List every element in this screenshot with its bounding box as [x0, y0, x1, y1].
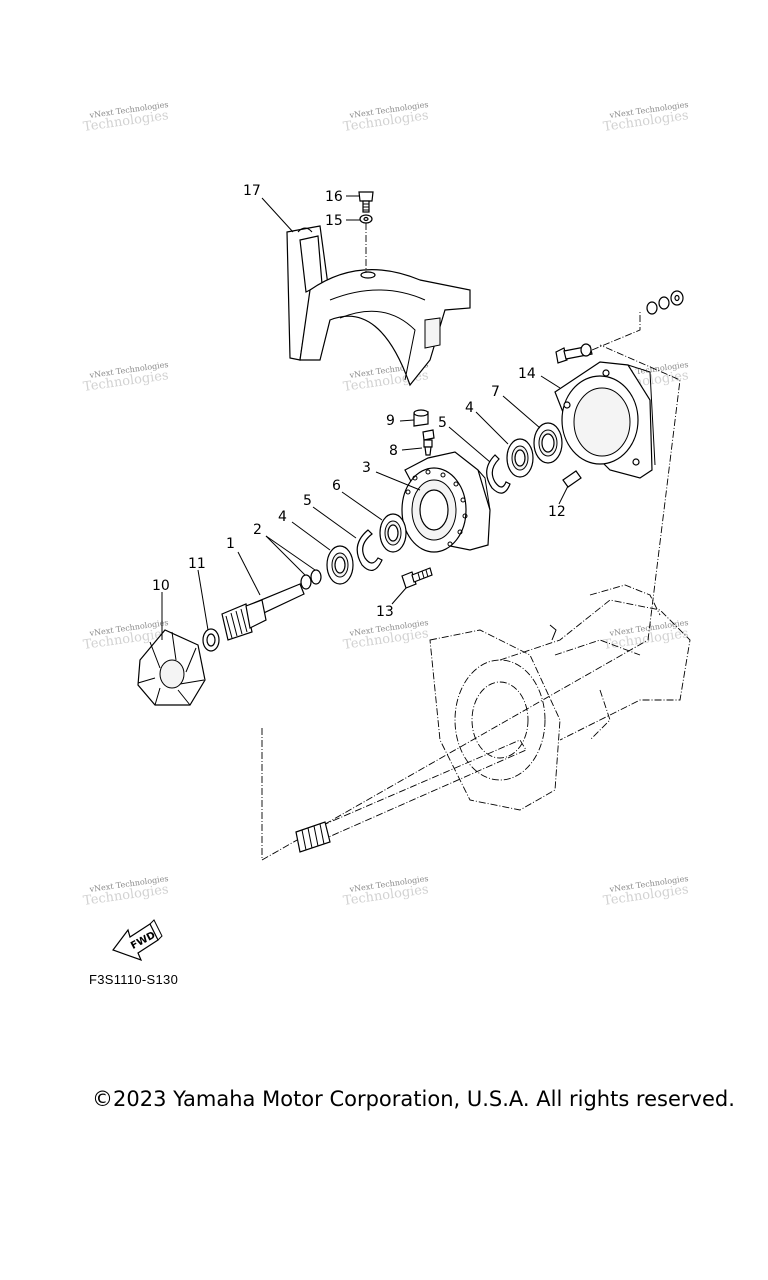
part-jet-pump-unit: [429, 584, 691, 811]
callout-number: 14: [518, 366, 536, 382]
part-bolt-16: [358, 191, 374, 213]
part-oil-seal-4-lower: [326, 545, 354, 585]
watermark: Technologies vNext Technologies: [602, 618, 689, 653]
watermark: Technologies vNext Technologies: [342, 618, 429, 653]
watermark: Technologies vNext Technologies: [82, 874, 169, 909]
centerline-housing-bolt: [591, 310, 641, 351]
part-bolt-13: [401, 567, 433, 589]
callout-number: 11: [188, 556, 206, 572]
copyright-notice: ©2023 Yamaha Motor Corporation, U.S.A. A…: [92, 1087, 735, 1111]
part-impeller-shaft: [221, 583, 305, 641]
watermark: Technologies vNext Technologies: [602, 100, 689, 135]
leader-lines: [161, 195, 569, 640]
part-bearing-housing: [401, 451, 491, 553]
callout-number: 4: [465, 400, 474, 416]
assembly-boundary-line: [261, 344, 681, 861]
callout-number: 13: [376, 604, 394, 620]
part-circlip-5-upper: [486, 454, 511, 494]
figure-code: F3S1110-S130: [89, 972, 179, 987]
part-washer-15: [359, 214, 373, 224]
callout-number: 8: [389, 443, 398, 459]
part-housing-bolt: [555, 343, 593, 364]
part-oil-seal-4-upper: [506, 438, 534, 478]
callout-number: 7: [491, 384, 500, 400]
part-grease-nipple-8: [422, 429, 435, 456]
callout-number: 10: [152, 578, 170, 594]
callout-number: 17: [243, 183, 261, 199]
callout-number: 15: [325, 213, 343, 229]
watermark: Technologies vNext Technologies: [342, 100, 429, 135]
callout-number: 5: [438, 415, 447, 431]
part-housing-washers: [646, 290, 684, 315]
watermark: Technologies vNext Technologies: [342, 874, 429, 909]
part-o-rings: [300, 569, 322, 590]
fwd-direction-arrow: FWD: [112, 919, 163, 962]
callout-number: 9: [386, 413, 395, 429]
part-cap-9: [413, 409, 429, 427]
part-coupler: [137, 629, 206, 706]
callout-number: 2: [253, 522, 262, 538]
watermark: Technologies vNext Technologies: [82, 100, 169, 135]
callout-number: 1: [226, 536, 235, 552]
callout-number: 16: [325, 189, 343, 205]
part-dowel-pin: [562, 470, 582, 488]
callout-number: 12: [548, 504, 566, 520]
callout-number: 6: [332, 478, 341, 494]
callout-number: 3: [362, 460, 371, 476]
watermark: Technologies vNext Technologies: [602, 874, 689, 909]
watermark-group: Technologies vNext Technologies Technolo…: [82, 100, 689, 909]
part-bearing-7: [533, 422, 563, 464]
part-drive-shaft: [295, 739, 527, 853]
part-duct-housing: [554, 361, 656, 479]
part-bearing-6: [379, 513, 407, 553]
callout-number: 5: [303, 493, 312, 509]
part-intake-cover: [286, 225, 471, 387]
part-washer-11: [202, 628, 220, 652]
watermark: Technologies vNext Technologies: [82, 360, 169, 395]
part-circlip-5-lower: [356, 529, 383, 571]
callout-number: 4: [278, 509, 287, 525]
